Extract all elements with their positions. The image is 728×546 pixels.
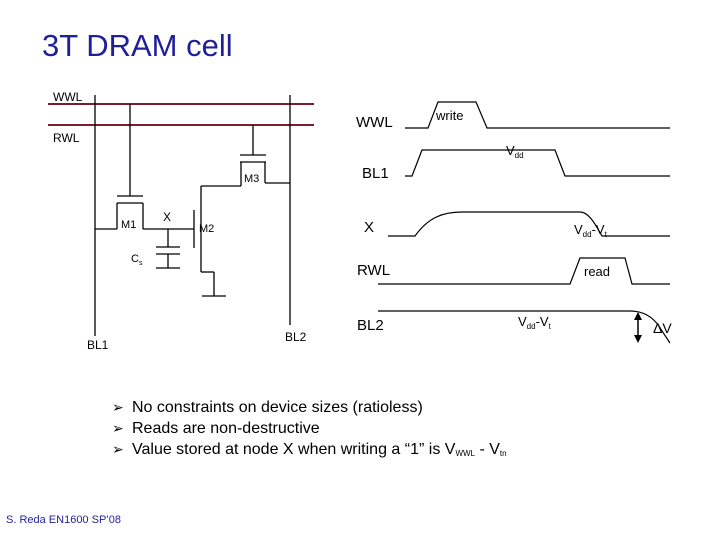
bullet-list: ➢ No constraints on device sizes (ratiole… (112, 397, 507, 464)
bullet-item: ➢ No constraints on device sizes (ratiole… (112, 397, 507, 418)
bullet-text: No constraints on device sizes (ratioles… (132, 399, 423, 416)
m2-label: M2 (199, 223, 214, 235)
vdd-annotation: Vdd (506, 143, 524, 160)
wave-rwl-label: RWL (357, 262, 390, 279)
wave-bl2-label: BL2 (357, 317, 384, 334)
rwl-label: RWL (53, 131, 80, 145)
bl1-label: BL1 (87, 338, 109, 352)
bl2-waveform (378, 310, 671, 344)
bullet-item: ➢ Value stored at node X when writing a “… (112, 439, 507, 464)
m1-transistor (95, 104, 194, 230)
x-level-annotation: Vdd-Vt (574, 222, 608, 239)
bullet-item: ➢ Reads are non-destructive (112, 418, 507, 439)
wave-wwl-label: WWL (356, 114, 393, 131)
bl2-level-annotation: Vdd-Vt (518, 314, 552, 331)
x-node-label: X (163, 210, 171, 224)
m3-transistor (240, 125, 290, 186)
arrow-bullet-icon: ➢ (112, 399, 124, 415)
waveforms (378, 101, 671, 344)
wave-bl1-label: BL1 (362, 165, 389, 182)
delta-v-arrow (634, 312, 642, 343)
m1-label: M1 (121, 219, 136, 231)
storage-capacitor (156, 229, 180, 269)
slide-title: 3T DRAM cell (42, 28, 233, 63)
bullet-text: Reads are non-destructive (132, 420, 320, 437)
wwl-label: WWL (53, 90, 83, 104)
wwl-waveform (405, 101, 670, 129)
m2-transistor (193, 185, 241, 297)
arrow-bullet-icon: ➢ (112, 420, 124, 436)
bullet-sub: WWL (455, 449, 475, 458)
read-annotation: read (584, 264, 610, 279)
bullet-text: - V (475, 441, 500, 458)
wave-x-label: X (364, 219, 374, 236)
cs-label: Cs (131, 253, 143, 267)
arrow-bullet-icon: ➢ (112, 441, 124, 457)
rwl-waveform (378, 257, 670, 285)
write-annotation: write (435, 108, 463, 123)
bullet-text: Value stored at node X when writing a “1… (132, 441, 456, 458)
bl2-label: BL2 (285, 330, 307, 344)
schematic (48, 95, 314, 336)
bl1-waveform (405, 149, 670, 177)
bullet-sub: tn (499, 449, 507, 458)
m3-label: M3 (244, 173, 259, 185)
delta-v-label: ΔV (653, 320, 672, 336)
footer-credit: S. Reda EN1600 SP’08 (6, 514, 121, 526)
x-waveform (388, 211, 670, 237)
